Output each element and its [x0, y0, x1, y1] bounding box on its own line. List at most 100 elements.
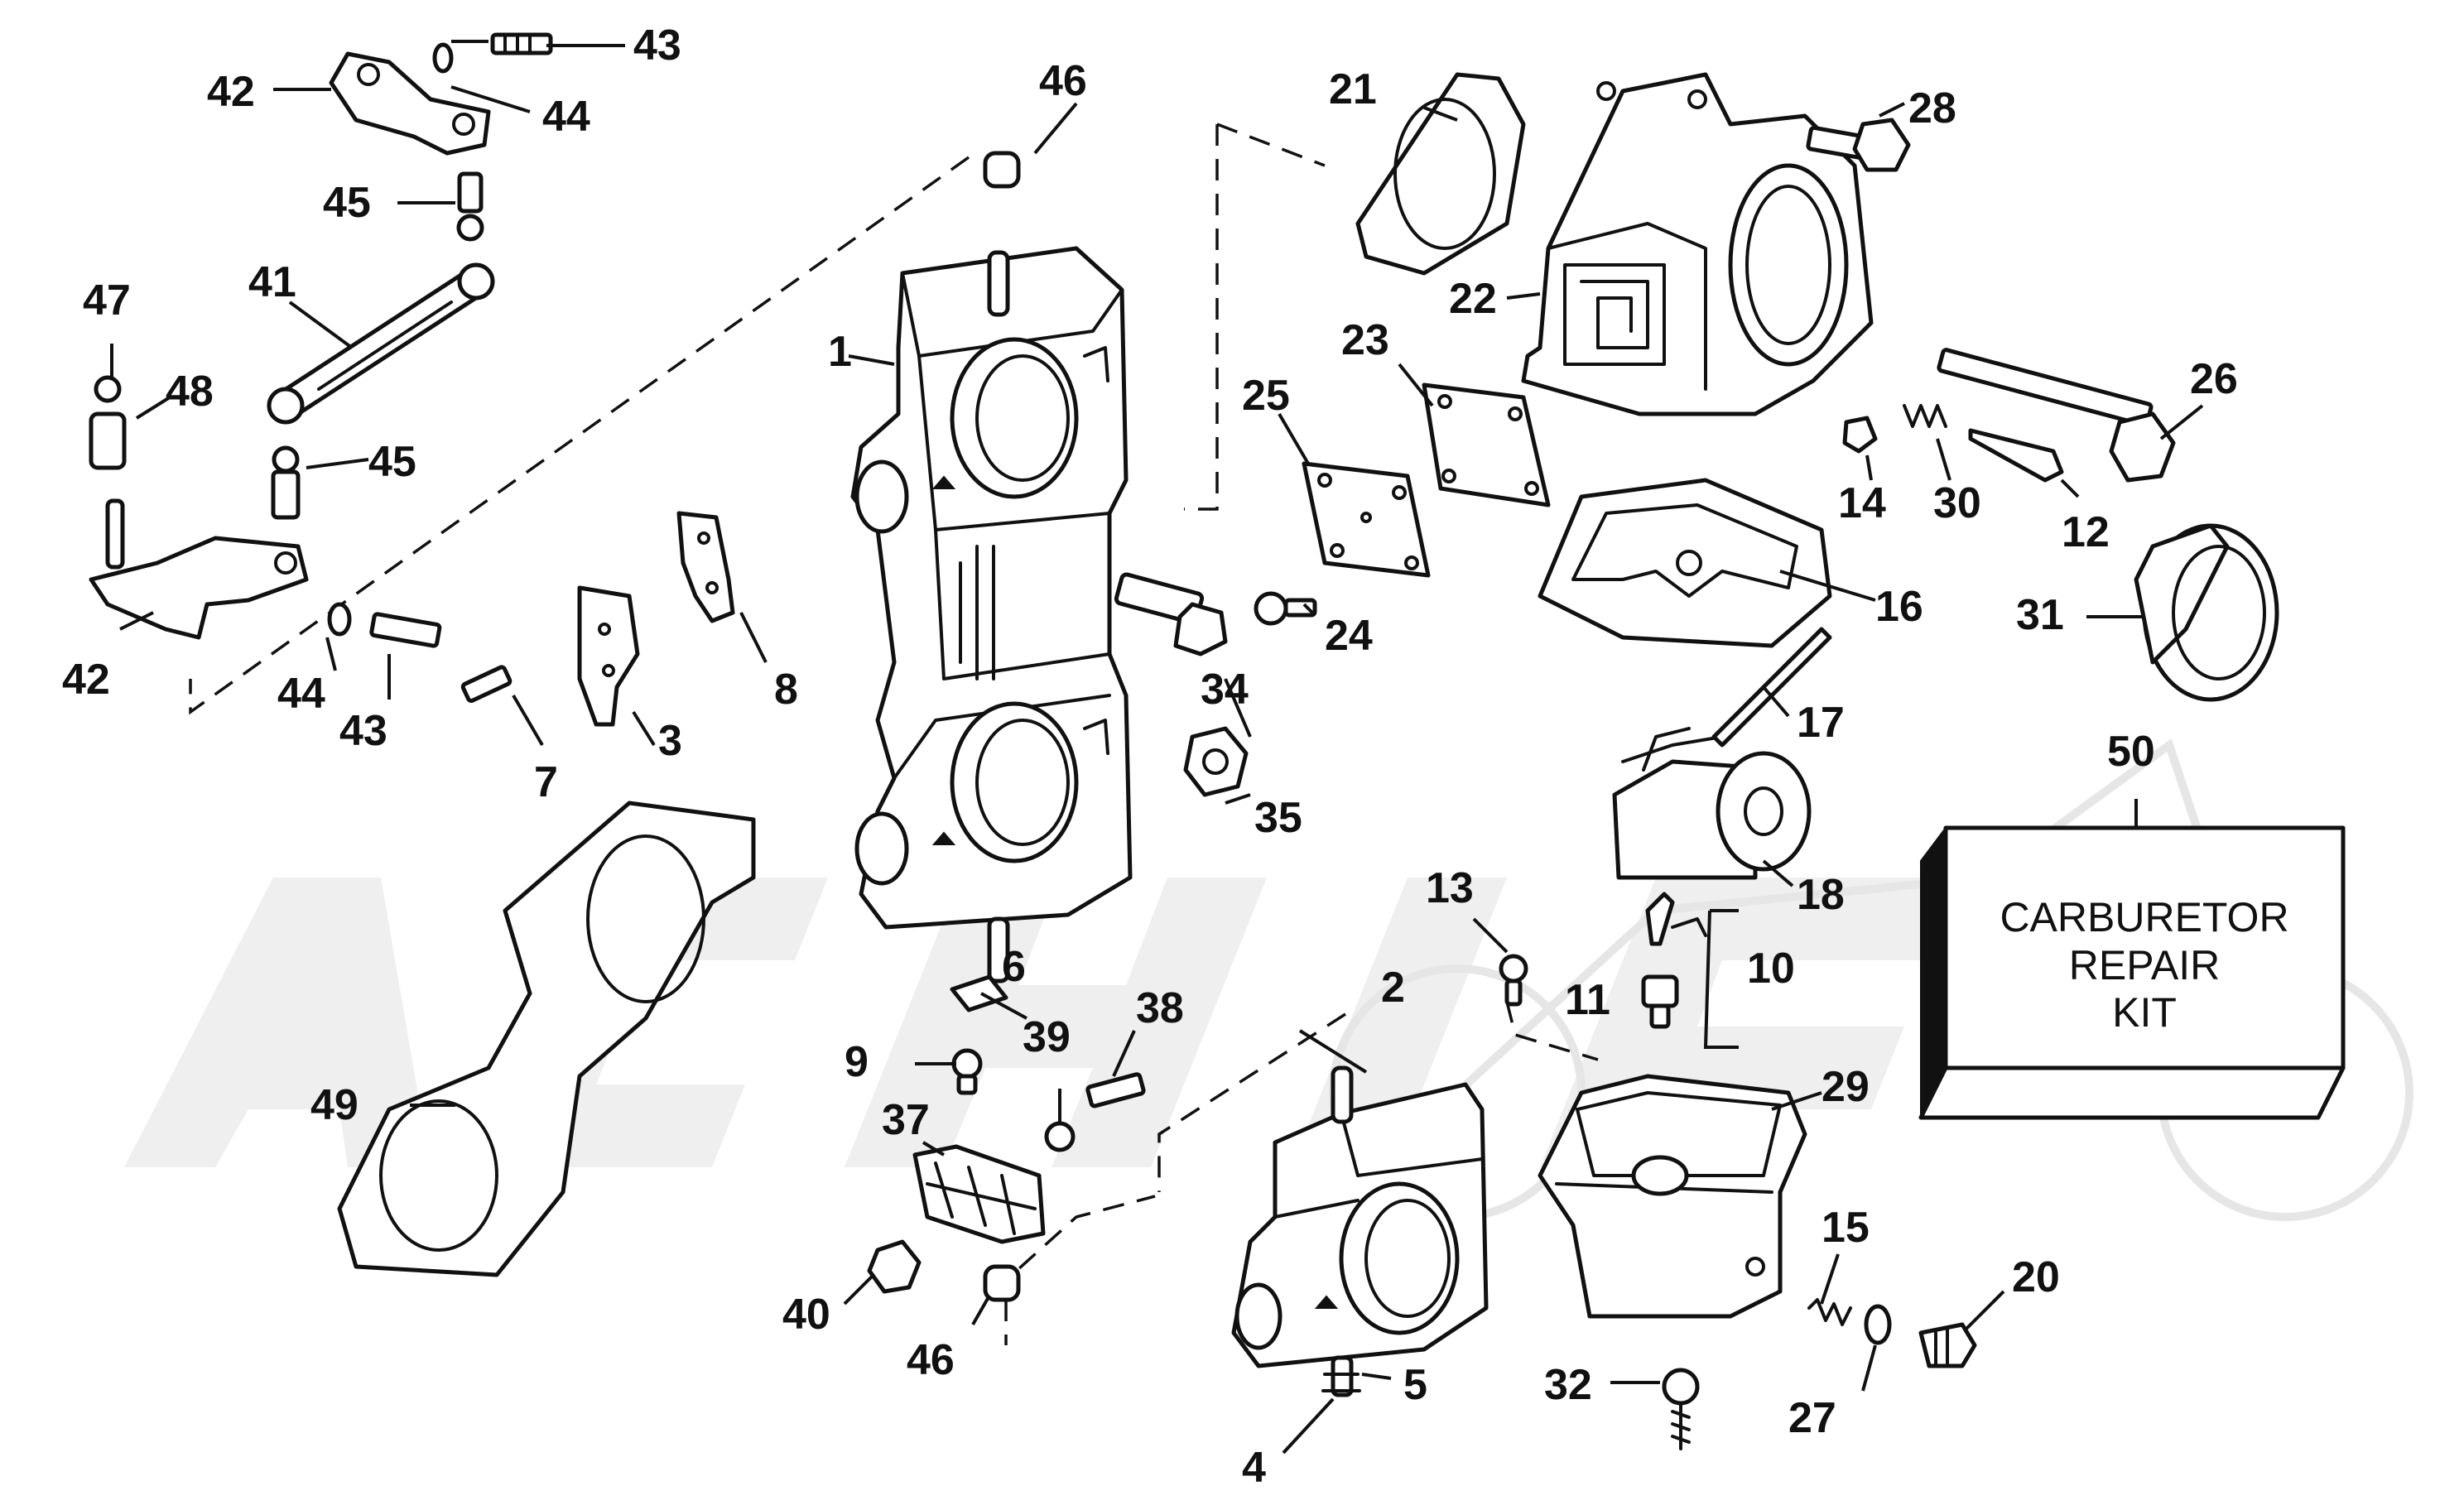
spacer-48 — [89, 411, 127, 470]
bracket-3 — [577, 585, 640, 727]
screw-38 — [1085, 1072, 1146, 1108]
callout-10: 10 — [1747, 945, 1795, 993]
callout-43b: 43 — [339, 707, 387, 755]
callout-2: 2 — [1381, 964, 1405, 1012]
callout-47: 47 — [83, 277, 131, 325]
callout-42b: 42 — [62, 656, 110, 704]
plug-46-lower — [983, 1264, 1021, 1302]
callout-41: 41 — [248, 258, 296, 306]
callout-44b: 44 — [277, 670, 325, 718]
callout-12: 12 — [2062, 508, 2110, 556]
bolt-28 — [1806, 118, 1911, 172]
pin-17 — [1711, 627, 1832, 748]
screw-24 — [1254, 591, 1317, 626]
screw-7 — [460, 665, 513, 703]
callout-3: 3 — [658, 717, 682, 765]
callout-13: 13 — [1426, 864, 1474, 912]
ball-stud-45-upper — [456, 171, 484, 242]
plate-25 — [1302, 461, 1431, 578]
callout-leaders — [110, 40, 2204, 1455]
lever-42-lower — [89, 498, 309, 640]
callout-31: 31 — [2016, 591, 2064, 639]
callout-5: 5 — [1403, 1361, 1427, 1409]
callout-46b: 46 — [907, 1336, 955, 1384]
callout-22: 22 — [1449, 275, 1497, 323]
linkage-bar-41 — [267, 262, 495, 425]
callout-labels: 1 2 3 4 5 6 7 8 9 10 11 12 13 14 15 16 1… — [62, 22, 2238, 1492]
callout-16: 16 — [1875, 583, 1923, 631]
callout-43a: 43 — [633, 22, 681, 70]
plate-23 — [1422, 382, 1551, 507]
screw-43-upper — [490, 32, 553, 55]
seat-11 — [1641, 974, 1679, 1029]
needle-12 — [1968, 428, 2064, 483]
callout-42a: 42 — [207, 68, 255, 116]
kit-label-line-3: KIT — [2112, 989, 2177, 1036]
washer-39 — [1044, 1121, 1076, 1152]
callout-8: 8 — [774, 666, 798, 714]
callout-4: 4 — [1242, 1444, 1266, 1492]
callout-21: 21 — [1329, 65, 1377, 113]
callout-32: 32 — [1544, 1361, 1592, 1409]
clip-6 — [950, 974, 1008, 1012]
assembly-lines — [189, 123, 1599, 1345]
kit-label-line-2: REPAIR — [2069, 942, 2220, 988]
callout-14: 14 — [1838, 479, 1886, 527]
callout-35: 35 — [1254, 794, 1302, 842]
callout-46a: 46 — [1039, 57, 1087, 105]
callout-38: 38 — [1136, 984, 1184, 1032]
callout-7: 7 — [534, 758, 558, 806]
callout-6: 6 — [1002, 943, 1026, 991]
callout-40: 40 — [782, 1291, 830, 1339]
callout-30: 30 — [1933, 479, 1981, 527]
bolt-34 — [1114, 572, 1228, 656]
gasket-16 — [1538, 478, 1832, 648]
ball-stud-45-lower — [271, 445, 301, 520]
air-intake-cover — [1521, 72, 1874, 416]
callout-9: 9 — [845, 1038, 869, 1086]
callout-27: 27 — [1788, 1394, 1836, 1442]
sleeve-31 — [2134, 523, 2279, 702]
callout-25: 25 — [1242, 372, 1290, 420]
plug-46-upper — [983, 151, 1021, 189]
washer-44-upper — [432, 42, 454, 74]
callout-44a: 44 — [542, 93, 590, 141]
callout-50: 50 — [2107, 728, 2155, 776]
callout-1: 1 — [828, 328, 852, 376]
callout-17: 17 — [1797, 699, 1845, 747]
screw-26 — [1937, 348, 2176, 483]
callout-45a: 45 — [323, 179, 371, 227]
kit-label-line-1: CARBURETOR — [2000, 894, 2288, 940]
callout-37: 37 — [882, 1096, 930, 1144]
callout-49: 49 — [310, 1081, 359, 1129]
callout-48: 48 — [166, 368, 214, 416]
spring-15 — [1807, 1298, 1852, 1326]
float-18 — [1612, 727, 1812, 880]
callout-11: 11 — [1565, 976, 1610, 1024]
callout-20: 20 — [2012, 1253, 2060, 1301]
screw-13 — [1499, 954, 1528, 1007]
screw-20 — [1918, 1322, 1977, 1368]
nut-47 — [94, 375, 122, 403]
spring-30 — [1903, 404, 1947, 428]
plug-14 — [1842, 416, 1878, 454]
washer-44-lower — [327, 602, 352, 637]
mounting-gasket-49 — [337, 801, 756, 1277]
callout-15: 15 — [1822, 1204, 1870, 1252]
callout-26: 26 — [2190, 355, 2238, 403]
float-bowl-29 — [1538, 1074, 1807, 1319]
nut-40 — [867, 1239, 922, 1294]
callout-45b: 45 — [368, 438, 416, 486]
repair-kit-box: CARBURETOR REPAIR KIT — [1918, 825, 2346, 1120]
callout-18: 18 — [1797, 871, 1845, 919]
screw-43-lower — [369, 612, 442, 648]
screw-9 — [951, 1048, 983, 1095]
gasket-21 — [1355, 72, 1526, 276]
lever-42-upper — [329, 51, 491, 156]
callout-29: 29 — [1822, 1063, 1870, 1111]
needle-assembly-10 — [1645, 892, 1707, 946]
washer-27 — [1864, 1304, 1892, 1345]
nut-35 — [1183, 726, 1249, 797]
callout-39: 39 — [1023, 1013, 1071, 1061]
bracket-8 — [676, 511, 735, 623]
